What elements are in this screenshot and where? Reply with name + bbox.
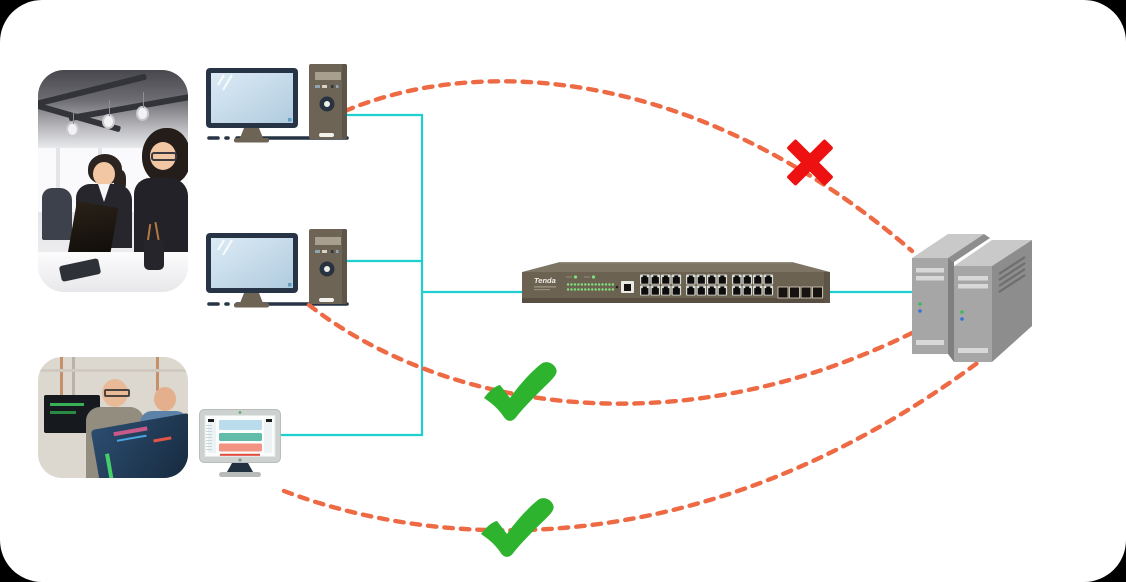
- server-towers-icon: [912, 234, 1032, 362]
- switch-24port-icon: Tenda: [522, 261, 830, 303]
- check-icon: [476, 497, 556, 559]
- pendant-lamp: [102, 100, 115, 129]
- switch-top-face: [522, 262, 830, 272]
- server-led-blue: [960, 317, 964, 321]
- switch-model-text: [534, 286, 556, 288]
- server-towers: [906, 224, 1046, 364]
- server-led-green: [918, 302, 922, 306]
- cross-icon: [783, 135, 837, 189]
- lan-line-trunk: [278, 113, 424, 437]
- server-tower-right: [954, 240, 1032, 362]
- switch-status-leds: [566, 275, 616, 291]
- pipe: [60, 357, 63, 407]
- wall-rail: [38, 369, 188, 372]
- background-person: [42, 188, 72, 240]
- switch-console-port: [621, 281, 634, 293]
- man-2-face: [154, 387, 176, 411]
- woman-2-face: [150, 142, 176, 170]
- man-1-glasses: [104, 389, 130, 397]
- pen-cup: [144, 240, 164, 270]
- monitor-checklist-icon: [199, 409, 283, 479]
- pipe: [72, 357, 75, 397]
- route-monitor-allowed: [281, 355, 987, 533]
- pendant-lamp: [66, 108, 79, 137]
- man-1-face: [102, 379, 128, 407]
- dashboard-monitor: [199, 409, 283, 479]
- switch-sfp-ports: [777, 286, 823, 299]
- desktop-computer-icon: [205, 228, 355, 308]
- ethernet-switch: Tenda: [520, 260, 832, 307]
- check-icon: [479, 360, 559, 424]
- switch-brand-logo: Tenda: [534, 276, 556, 285]
- server-tower-left: [912, 234, 990, 362]
- server-led-green: [960, 310, 964, 314]
- lan-lines: [278, 113, 916, 437]
- office-team-photo: [38, 70, 188, 292]
- desktop-pc-1: [205, 63, 355, 143]
- panel-indicator: [153, 436, 172, 443]
- woman-1-face: [93, 162, 115, 186]
- panel-indicator: [116, 434, 147, 442]
- woman-2-glasses: [151, 152, 177, 161]
- pendant-lamp: [136, 92, 149, 121]
- plant-operators-photo: [38, 357, 188, 478]
- server-led-blue: [918, 309, 922, 313]
- route-pc2-allowed: [306, 302, 915, 406]
- desktop-computer-icon: [205, 63, 355, 143]
- desktop-pc-2: [205, 228, 355, 308]
- pipe: [156, 357, 159, 391]
